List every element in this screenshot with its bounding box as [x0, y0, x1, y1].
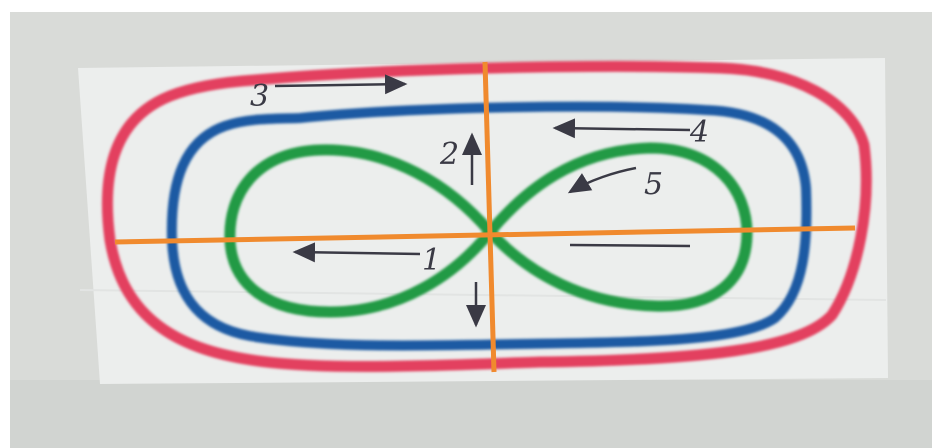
- horizontal-guide-line: [114, 225, 856, 245]
- label-4: 4: [689, 115, 709, 150]
- wall-lower-shade: [10, 380, 932, 448]
- outer-red-loop: [101, 61, 872, 372]
- label-2: 2: [439, 137, 459, 172]
- arrow-3: [274, 74, 408, 95]
- label-1: 1: [422, 243, 441, 278]
- arrow-1-right: [569, 243, 691, 248]
- middle-blue-loop: [166, 101, 812, 351]
- label-5: 5: [644, 167, 663, 202]
- paper-crease: [79, 289, 887, 301]
- label-3: 3: [250, 79, 269, 114]
- arrow-5: [567, 166, 637, 194]
- arrow-4: [552, 118, 691, 139]
- vertical-guide-line: [482, 61, 497, 373]
- arrow-1-left: [292, 242, 421, 263]
